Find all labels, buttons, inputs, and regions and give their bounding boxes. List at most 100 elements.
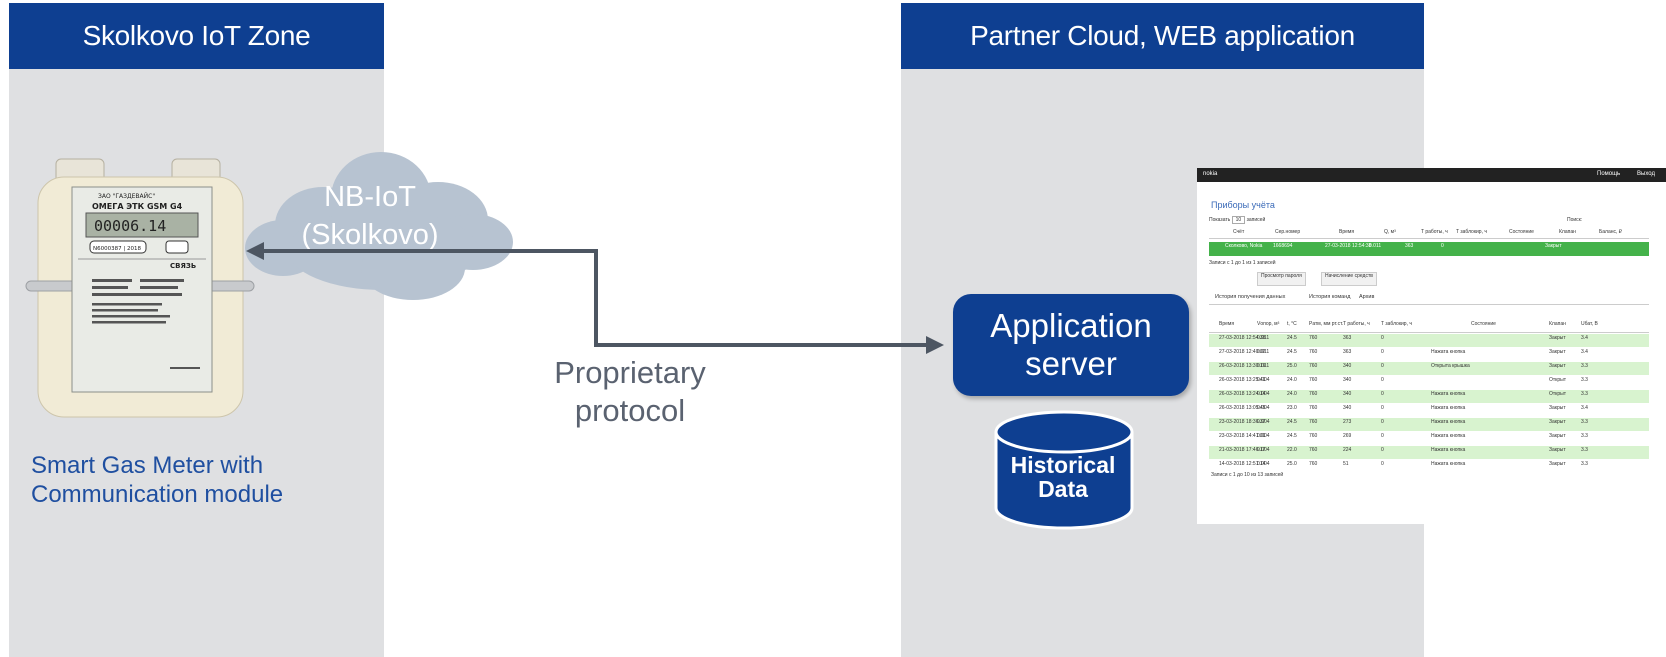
history-table-footer: Записи с 1 до 10 из 13 записей (1211, 472, 1284, 478)
web-app-help[interactable]: Помощь (1597, 171, 1621, 177)
history-cell: 0 (1381, 377, 1384, 383)
history-cell: Закрыт (1549, 405, 1566, 411)
link-label-line2: protocol (574, 393, 686, 428)
device-table-footer: Записи с 1 до 1 из 1 записей (1209, 260, 1276, 266)
history-cell: Нажата кнопка (1431, 433, 1466, 439)
gas-meter-image: ЗАО "ГАЗДЕВАЙС" ОМЕГА ЭТК GSM G4 00006.1… (25, 158, 255, 418)
history-cell: 23.0 (1287, 405, 1297, 411)
app-server-line2: server (1025, 345, 1117, 382)
history-cell: 21-03-2018 17:46:17 (1219, 447, 1266, 453)
history-cell: 3.3 (1581, 377, 1588, 383)
history-cell: 3.3 (1581, 461, 1588, 467)
cloud-label-line2: (Skolkovo) (301, 219, 439, 251)
history-cell: Нажата кнопка (1431, 391, 1466, 397)
db-label-line2: Data (1038, 476, 1088, 502)
history-cell: 3.3 (1581, 363, 1588, 369)
history-cell: Закрыт (1549, 363, 1566, 369)
history-cell: 760 (1309, 377, 1318, 383)
history-cell: 3.3 (1581, 447, 1588, 453)
history-cell: 24.5 (1287, 433, 1297, 439)
web-app-logout[interactable]: Выход (1637, 171, 1655, 177)
web-app-screenshot: nokia Помощь Выход Приборы учёта Показат… (1197, 168, 1666, 524)
history-cell: Нажата кнопка (1431, 349, 1466, 355)
history-table-header: Время Vопор, м³ t, °C Pатм, мм рт.ст. T … (1209, 320, 1649, 333)
meter-serial: N6000387 | 2018 (93, 246, 141, 252)
history-cell: 0.004 (1257, 377, 1270, 383)
history-cell: 340 (1343, 363, 1352, 369)
history-tabs: История получения данных История команд … (1209, 294, 1649, 305)
device-row[interactable]: Сколково, Nokia 1668694 27-03-2018 12:54… (1209, 242, 1649, 256)
history-cell: 24.5 (1287, 349, 1297, 355)
history-cell: 0 (1381, 349, 1384, 355)
history-cell: 760 (1309, 433, 1318, 439)
history-cell: 0.004 (1257, 461, 1270, 467)
history-cell: 26-03-2018 13:24:14 (1219, 391, 1266, 397)
history-cell: 760 (1309, 405, 1318, 411)
history-cell: 3.4 (1581, 335, 1588, 341)
history-cell: 0.004 (1257, 391, 1270, 397)
history-cell: 26-03-2018 13:25:41 (1219, 377, 1266, 383)
history-cell: 0.011 (1257, 335, 1270, 341)
history-cell: 3.4 (1581, 349, 1588, 355)
history-cell: 26-03-2018 13:30:19 (1219, 363, 1266, 369)
web-app-search[interactable]: Поиск: (1567, 217, 1582, 223)
history-cell: Закрыт (1549, 335, 1566, 341)
history-cell: 0 (1381, 419, 1384, 425)
add-funds-button[interactable]: Начисление средств (1321, 272, 1377, 286)
history-cell: 23-03-2018 18:36:37 (1219, 419, 1266, 425)
history-cell: Закрыт (1549, 447, 1566, 453)
search-label: Поиск: (1567, 217, 1583, 223)
password-view-button[interactable]: Просмотр пароля (1257, 272, 1306, 286)
history-cell: 0 (1381, 405, 1384, 411)
history-cell: 3.4 (1581, 405, 1588, 411)
history-cell: 363 (1343, 349, 1352, 355)
history-cell: 25.0 (1287, 363, 1297, 369)
history-cell: 340 (1343, 391, 1352, 397)
meter-caption-line1: Smart Gas Meter with (31, 452, 264, 479)
history-cell: 0.004 (1257, 419, 1270, 425)
history-cell: 0.004 (1257, 447, 1270, 453)
tab-archive[interactable]: Архив (1359, 294, 1375, 300)
history-cell: Нажата кнопка (1431, 405, 1466, 411)
history-cell: 760 (1309, 447, 1318, 453)
web-app-topbar: nokia Помощь Выход (1197, 168, 1666, 182)
show-label: Показать (1209, 217, 1231, 223)
history-cell: Нажата кнопка (1431, 447, 1466, 453)
history-cell: 24.5 (1287, 419, 1297, 425)
show-count[interactable]: 10 (1231, 216, 1246, 224)
history-cell: 340 (1343, 405, 1352, 411)
cloud-shape (245, 152, 513, 300)
web-app-show-controls: Показать 10 записей (1209, 216, 1265, 224)
history-cell: 51 (1343, 461, 1349, 467)
tab-commands[interactable]: История команд (1309, 294, 1351, 300)
history-cell: Нажата кнопка (1431, 461, 1466, 467)
partner-cloud-title: Partner Cloud, WEB application (901, 3, 1424, 69)
history-cell: 3.3 (1581, 419, 1588, 425)
link-label-line1: Proprietary (554, 355, 706, 390)
history-cell: 24.0 (1287, 391, 1297, 397)
history-cell: 24.0 (1287, 377, 1297, 383)
history-cell: 0.011 (1257, 363, 1270, 369)
history-cell: 760 (1309, 391, 1318, 397)
history-cell: 760 (1309, 363, 1318, 369)
tab-history[interactable]: История получения данных (1215, 294, 1286, 300)
history-cell: 760 (1309, 335, 1318, 341)
history-cell: 0 (1381, 391, 1384, 397)
meter-maker: ЗАО "ГАЗДЕВАЙС" (98, 193, 155, 200)
meter-reading: 00006.14 (94, 217, 166, 235)
history-cell: 23-03-2018 14:41:01 (1219, 433, 1266, 439)
meter-caption-line2: Communication module (31, 481, 284, 508)
history-cell: 0 (1381, 461, 1384, 467)
history-cell: 26-03-2018 13:05:45 (1219, 405, 1266, 411)
